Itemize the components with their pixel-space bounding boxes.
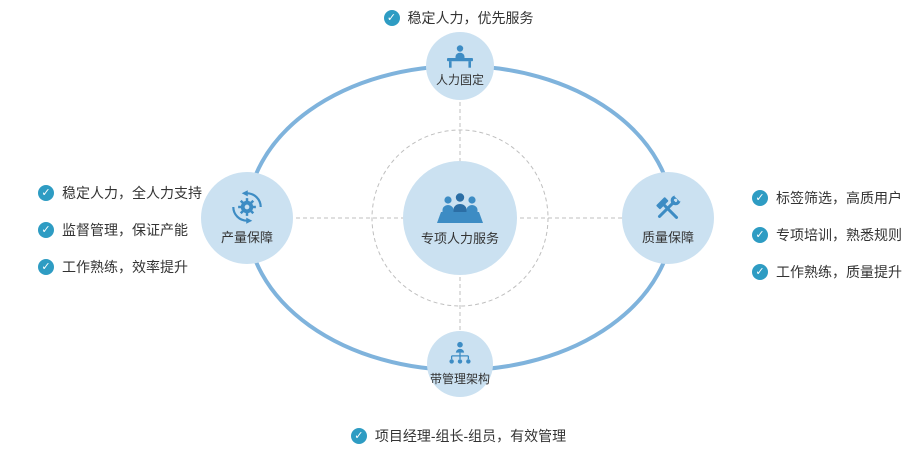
note-text: 工作熟练，效率提升 bbox=[62, 259, 188, 275]
note-text: 监督管理，保证产能 bbox=[62, 222, 188, 238]
note-text: 项目经理-组长-组员，有效管理 bbox=[374, 428, 567, 444]
list-item: 工作熟练，效率提升 bbox=[38, 257, 202, 277]
node-label: 带管理架构 bbox=[429, 372, 490, 386]
note-top: 稳定人力，优先服务 bbox=[0, 8, 917, 28]
gear-sync-icon bbox=[232, 190, 262, 224]
check-icon bbox=[752, 227, 768, 243]
check-icon bbox=[383, 10, 400, 26]
note-text: 工作熟练，质量提升 bbox=[776, 264, 902, 280]
node-quality-guarantee: 质量保障 bbox=[622, 172, 714, 264]
people-group-icon bbox=[437, 193, 483, 223]
node-label: 产量保障 bbox=[220, 230, 273, 245]
org-structure-icon bbox=[449, 341, 471, 364]
check-icon bbox=[350, 428, 367, 444]
list-item: 专项培训，熟悉规则 bbox=[752, 225, 902, 245]
note-text: 标签筛选，高质用户 bbox=[776, 190, 902, 206]
check-icon bbox=[38, 222, 54, 238]
node-special-manpower-service: 专项人力服务 bbox=[403, 161, 517, 275]
check-icon bbox=[38, 259, 54, 275]
note-bottom: 项目经理-组长-组员，有效管理 bbox=[0, 426, 917, 446]
check-icon bbox=[752, 190, 768, 206]
check-icon bbox=[752, 264, 768, 280]
list-item: 监督管理，保证产能 bbox=[38, 220, 202, 240]
note-text: 稳定人力，全人力支持 bbox=[62, 185, 202, 201]
dashed-inner-circle bbox=[371, 129, 549, 307]
list-item: 标签筛选，高质用户 bbox=[752, 188, 902, 208]
note-text: 专项培训，熟悉规则 bbox=[776, 227, 902, 243]
list-item: 稳定人力，全人力支持 bbox=[38, 183, 202, 203]
check-icon bbox=[38, 185, 54, 201]
node-management-structure: 带管理架构 bbox=[427, 331, 493, 397]
node-label: 质量保障 bbox=[641, 230, 694, 245]
tools-icon bbox=[656, 193, 683, 219]
note-text: 稳定人力，优先服务 bbox=[407, 10, 534, 26]
node-output-guarantee: 产量保障 bbox=[201, 172, 293, 264]
list-item: 工作熟练，质量提升 bbox=[752, 262, 902, 282]
node-label: 专项人力服务 bbox=[420, 231, 499, 246]
left-benefits-list: 稳定人力，全人力支持 监督管理，保证产能 工作熟练，效率提升 bbox=[38, 183, 202, 277]
right-benefits-list: 标签筛选，高质用户 专项培训，熟悉规则 工作熟练，质量提升 bbox=[752, 188, 902, 282]
node-manpower-fixed: 人力固定 bbox=[426, 32, 494, 100]
node-label: 人力固定 bbox=[435, 73, 484, 87]
person-desk-icon bbox=[447, 45, 473, 68]
